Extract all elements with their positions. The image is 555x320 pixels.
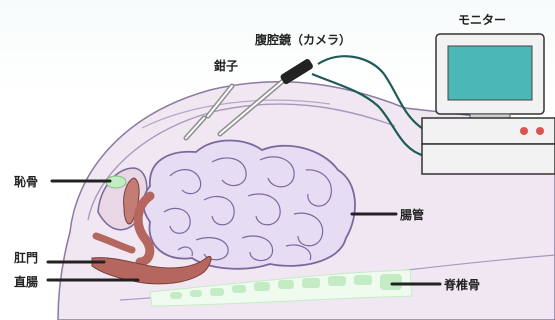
indicator-lamp-2 bbox=[536, 127, 544, 135]
monitor bbox=[422, 34, 555, 174]
label-pubic-bone: 恥骨 bbox=[14, 175, 38, 189]
control-unit-upper bbox=[422, 118, 555, 144]
label-monitor: モニター bbox=[458, 13, 506, 27]
label-intestine: 腸管 bbox=[400, 207, 424, 222]
monitor-screen bbox=[448, 46, 532, 100]
indicator-lamp-1 bbox=[520, 127, 528, 135]
label-rectum: 直腸 bbox=[14, 274, 38, 289]
label-spine: 脊椎骨 bbox=[443, 277, 480, 292]
label-forceps: 鉗子 bbox=[214, 58, 238, 73]
label-anus: 肛門 bbox=[14, 250, 38, 265]
label-laparoscope: 腹腔鏡（カメラ） bbox=[255, 32, 351, 47]
control-unit-lower bbox=[422, 144, 555, 174]
intestines bbox=[143, 141, 355, 269]
laparoscope-camera-head bbox=[279, 58, 314, 85]
